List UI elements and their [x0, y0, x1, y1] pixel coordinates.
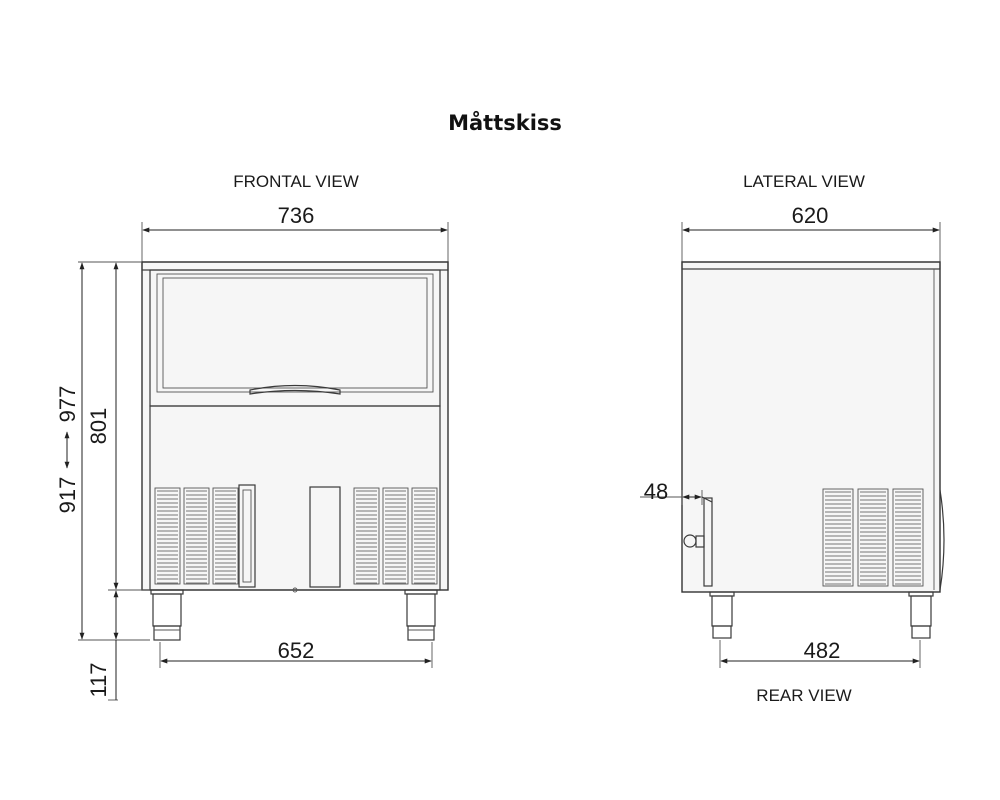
lateral-front-leg [709, 591, 735, 639]
total-height-min-value: 917 [55, 477, 80, 514]
rear-feet-span-value: 482 [804, 638, 841, 663]
total-height-max-value: 977 [55, 386, 80, 423]
frontal-view-label: FRONTAL VIEW [233, 172, 359, 191]
lateral-depth-value: 620 [792, 203, 829, 228]
body-height-value: 801 [86, 408, 111, 445]
front-left-leg [150, 589, 184, 641]
front-width-value: 736 [278, 203, 315, 228]
front-cabinet [141, 261, 449, 591]
center-label-plate [309, 486, 341, 588]
front-feet-span-value: 652 [278, 638, 315, 663]
rear-view-label: REAR VIEW [756, 686, 851, 705]
rear-bulge [939, 489, 945, 591]
lateral-vent [822, 488, 924, 587]
lateral-view-label: LATERAL VIEW [743, 172, 865, 191]
front-lower-panel [149, 405, 441, 591]
lateral-view: 620 48 [640, 203, 945, 668]
front-right-vent [353, 487, 438, 585]
frontal-view: 736 [55, 203, 449, 701]
door-handle [249, 384, 341, 395]
lateral-rear-leg [908, 591, 934, 639]
front-left-vent [154, 487, 239, 585]
drain-offset-value: 48 [644, 479, 668, 504]
lateral-cabinet [681, 261, 941, 593]
control-switch [238, 484, 256, 588]
leg-height-value: 117 [86, 662, 111, 697]
front-right-leg [404, 589, 438, 641]
drawing-title: Måttskiss [448, 110, 562, 135]
